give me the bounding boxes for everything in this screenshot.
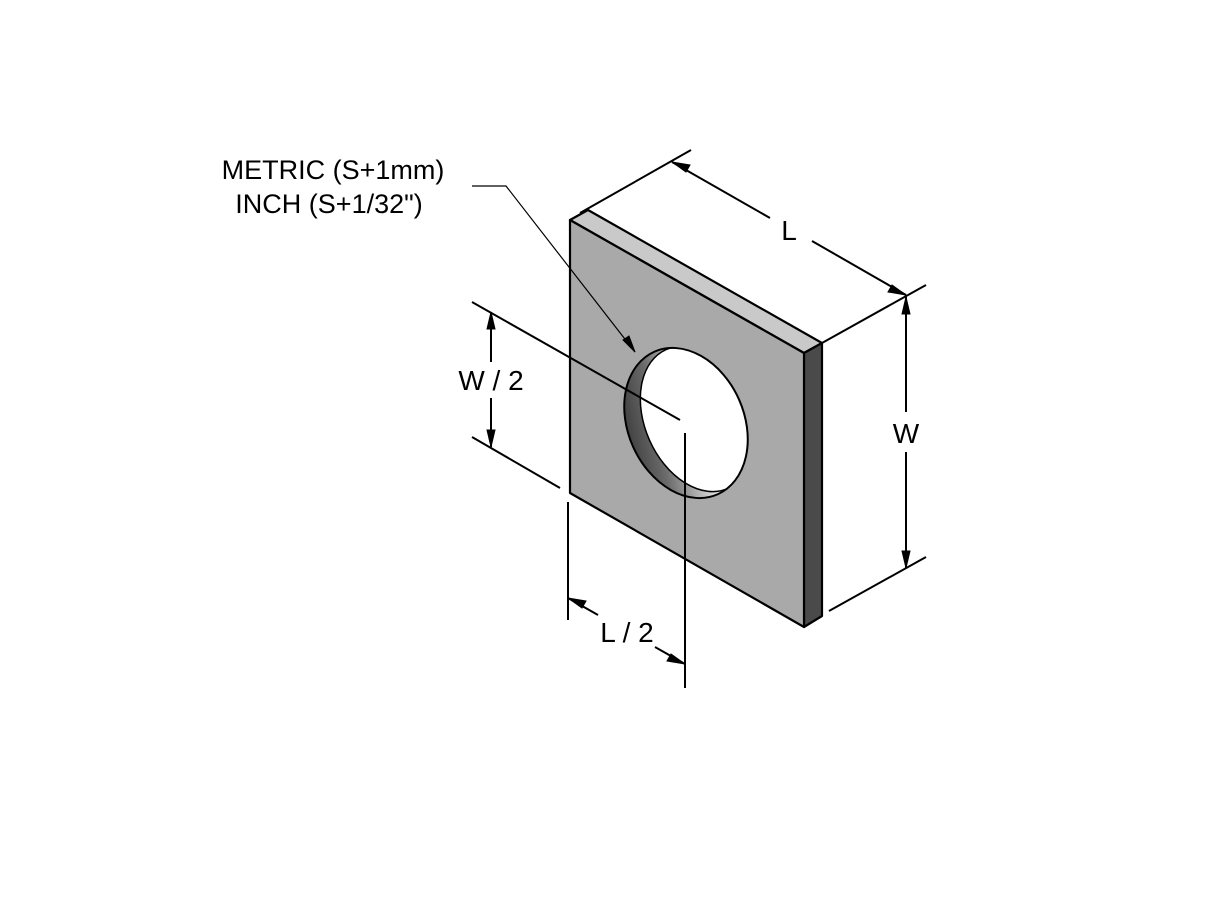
extension-lines <box>471 149 927 688</box>
half-length-label: L / 2 <box>600 617 653 648</box>
bottom-right-extension-line <box>828 556 927 612</box>
length-dim-line-b <box>811 240 907 296</box>
half-length-arrow-right <box>666 653 686 665</box>
half-width-arrow-bottom <box>486 429 496 448</box>
hole-outline <box>623 346 749 500</box>
callout-line-2: INCH (S+1/32") <box>235 189 422 219</box>
length-dim-line-a <box>671 161 771 219</box>
washer-side-edge <box>802 341 824 629</box>
top-right-extension-line <box>821 284 927 344</box>
length-arrow-left <box>671 161 691 173</box>
width-arrow-top <box>901 296 911 315</box>
bottom-extension-line <box>471 436 561 489</box>
callout-line-1: METRIC (S+1mm) <box>222 155 445 185</box>
width-label: W <box>893 418 920 449</box>
half-length-arrow-left <box>567 597 587 609</box>
length-label: L <box>781 215 797 246</box>
center-extension-line <box>471 301 681 421</box>
half-width-arrow-top <box>486 311 496 330</box>
callout-leader-line <box>472 185 636 353</box>
top-left-extension-line <box>579 149 692 214</box>
labels: METRIC (S+1mm) INCH (S+1/32") L W W / 2 … <box>222 155 920 648</box>
callout-arrow <box>622 335 636 353</box>
half-width-label: W / 2 <box>458 365 523 396</box>
width-arrow-bottom <box>901 550 911 569</box>
length-arrow-right <box>887 284 907 296</box>
arrowheads <box>486 161 911 665</box>
